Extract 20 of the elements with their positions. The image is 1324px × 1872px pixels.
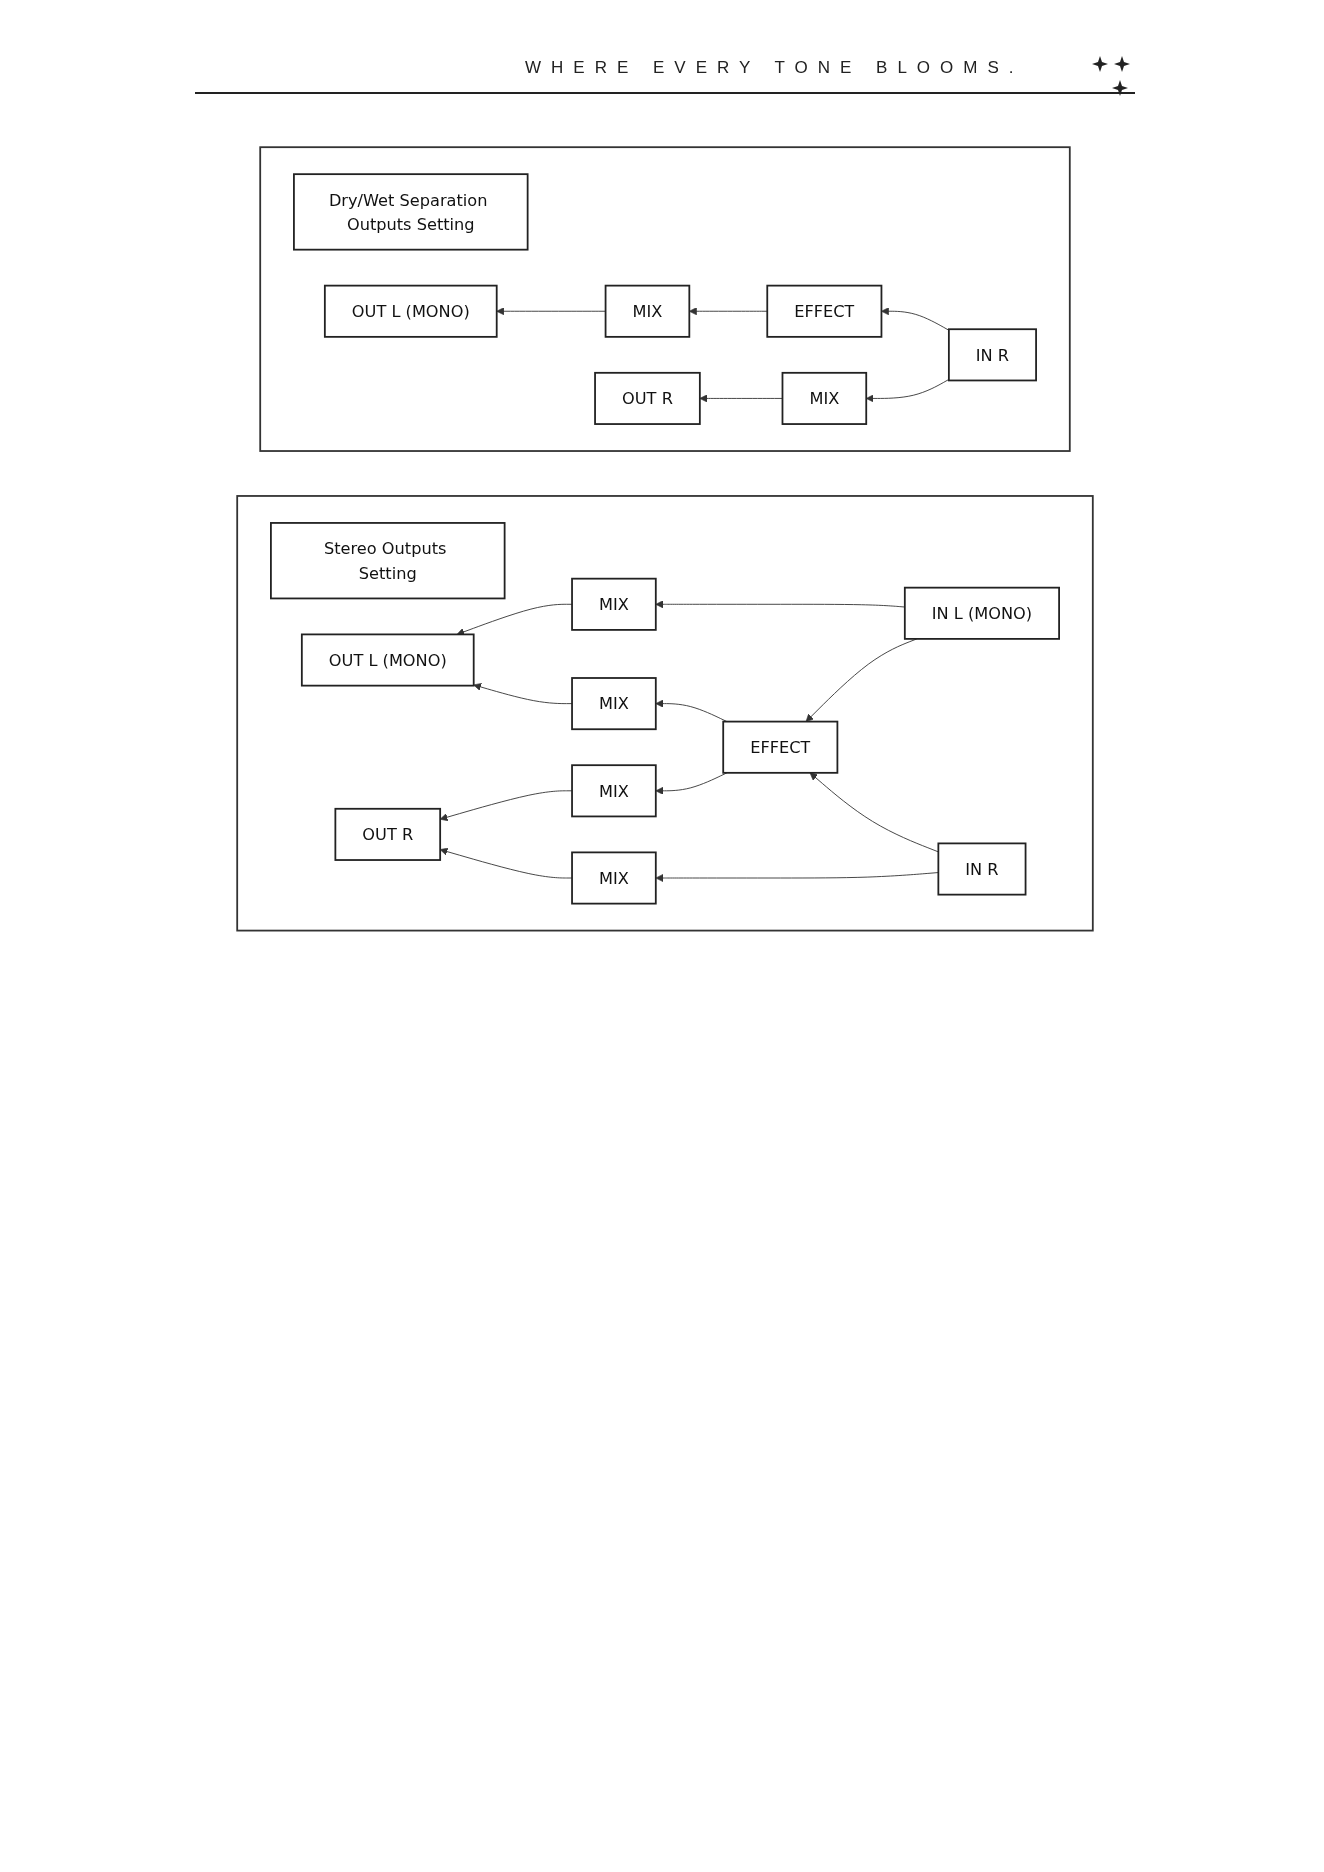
- node-box: Dry/Wet Separation Outputs Setting: [293, 173, 529, 251]
- node-box: IN R: [947, 328, 1037, 382]
- node-box: OUT L (MONO): [300, 633, 475, 687]
- node-box: Stereo Outputs Setting: [270, 522, 506, 600]
- cluster: [259, 146, 1071, 452]
- node-box: MIX: [571, 764, 657, 818]
- node-box: MIX: [571, 577, 657, 631]
- node-box: OUT R: [334, 807, 442, 861]
- node-box: EFFECT: [722, 720, 839, 774]
- node-box: OUT R: [594, 371, 701, 425]
- cluster: [236, 495, 1094, 932]
- node-box: MIX: [571, 677, 657, 731]
- node-box: MIX: [571, 851, 657, 905]
- node-box: MIX: [781, 371, 868, 425]
- node-box: OUT L (MONO): [323, 284, 498, 338]
- node-box: EFFECT: [766, 284, 883, 338]
- node-box: IN R: [937, 842, 1027, 896]
- node-box: MIX: [604, 284, 691, 338]
- node-box: IN L (MONO): [903, 586, 1060, 640]
- tagline: WHERE EVERY TONE BLOOMS.: [525, 58, 1024, 78]
